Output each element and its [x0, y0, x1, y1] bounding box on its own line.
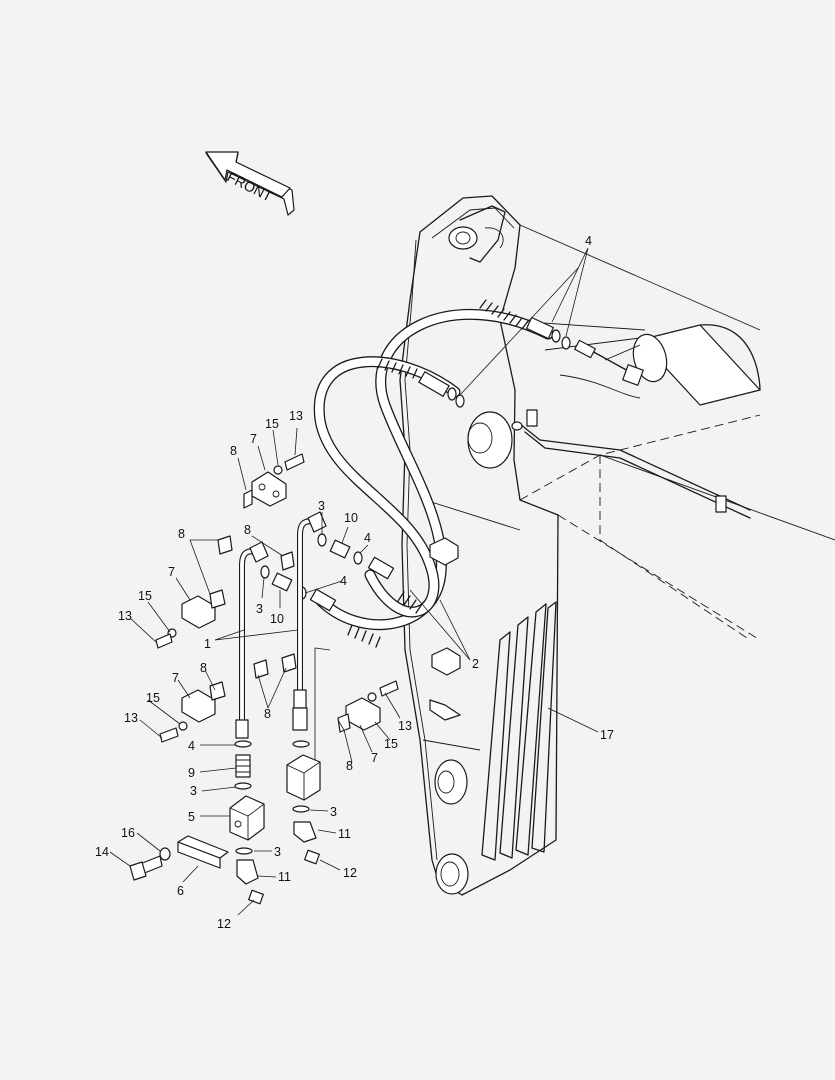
- callout-10: 10: [344, 511, 358, 525]
- o-ring: [455, 394, 465, 408]
- callout-11: 11: [338, 827, 351, 841]
- callout-4: 4: [188, 739, 195, 753]
- callout-13: 13: [289, 409, 303, 423]
- callout-15: 15: [265, 417, 279, 431]
- callout-15: 15: [138, 589, 152, 603]
- clamps-and-bolts: [155, 453, 399, 743]
- callout-11: 11: [278, 870, 291, 884]
- callout-6: 6: [177, 884, 184, 898]
- callout-8: 8: [200, 661, 207, 675]
- callout-8: 8: [178, 527, 185, 541]
- leader-lines: [109, 247, 599, 916]
- callout-4: 4: [340, 574, 347, 588]
- callout-4: 4: [364, 531, 371, 545]
- callout-15: 15: [384, 737, 398, 751]
- callout-13: 13: [124, 711, 138, 725]
- callout-12: 12: [217, 917, 231, 931]
- callout-9: 9: [188, 766, 195, 780]
- boom-arm: [399, 195, 835, 896]
- callout-3: 3: [274, 845, 281, 859]
- callout-7: 7: [250, 432, 257, 446]
- callout-12: 12: [343, 866, 357, 880]
- callout-8: 8: [346, 759, 353, 773]
- callout-10: 10: [270, 612, 284, 626]
- callout-3: 3: [318, 499, 325, 513]
- hose-crimp-top: [479, 299, 561, 343]
- callout-7: 7: [371, 751, 378, 765]
- callout-7: 7: [172, 671, 179, 685]
- o-ring: [561, 336, 571, 350]
- callout-15: 15: [146, 691, 160, 705]
- callout-17: 17: [600, 728, 614, 742]
- callout-3: 3: [330, 805, 337, 819]
- callout-2: 2: [472, 657, 479, 671]
- callout-16: 16: [121, 826, 135, 840]
- hose-crimp-mid: [377, 358, 457, 401]
- callout-7: 7: [168, 565, 175, 579]
- callout-1: 1: [204, 637, 211, 651]
- callout-labels: 4 15 13 7 8 3 10 4 8 8 4 7 15 3 10 13 1 …: [95, 234, 614, 931]
- callout-13: 13: [118, 609, 132, 623]
- front-arrow: FRONT: [205, 151, 295, 216]
- callout-5: 5: [188, 810, 195, 824]
- lower-fittings: [129, 740, 321, 905]
- callout-13: 13: [398, 719, 412, 733]
- hose-crimp-low: [309, 556, 423, 648]
- callout-4: 4: [585, 234, 592, 248]
- callout-8: 8: [264, 707, 271, 721]
- hydraulic-hoses: [309, 299, 561, 648]
- callout-3: 3: [190, 784, 197, 798]
- steel-pipes: [235, 511, 327, 739]
- callout-8: 8: [244, 523, 251, 537]
- callout-8: 8: [230, 444, 237, 458]
- callout-14: 14: [95, 845, 109, 859]
- callout-3: 3: [256, 602, 263, 616]
